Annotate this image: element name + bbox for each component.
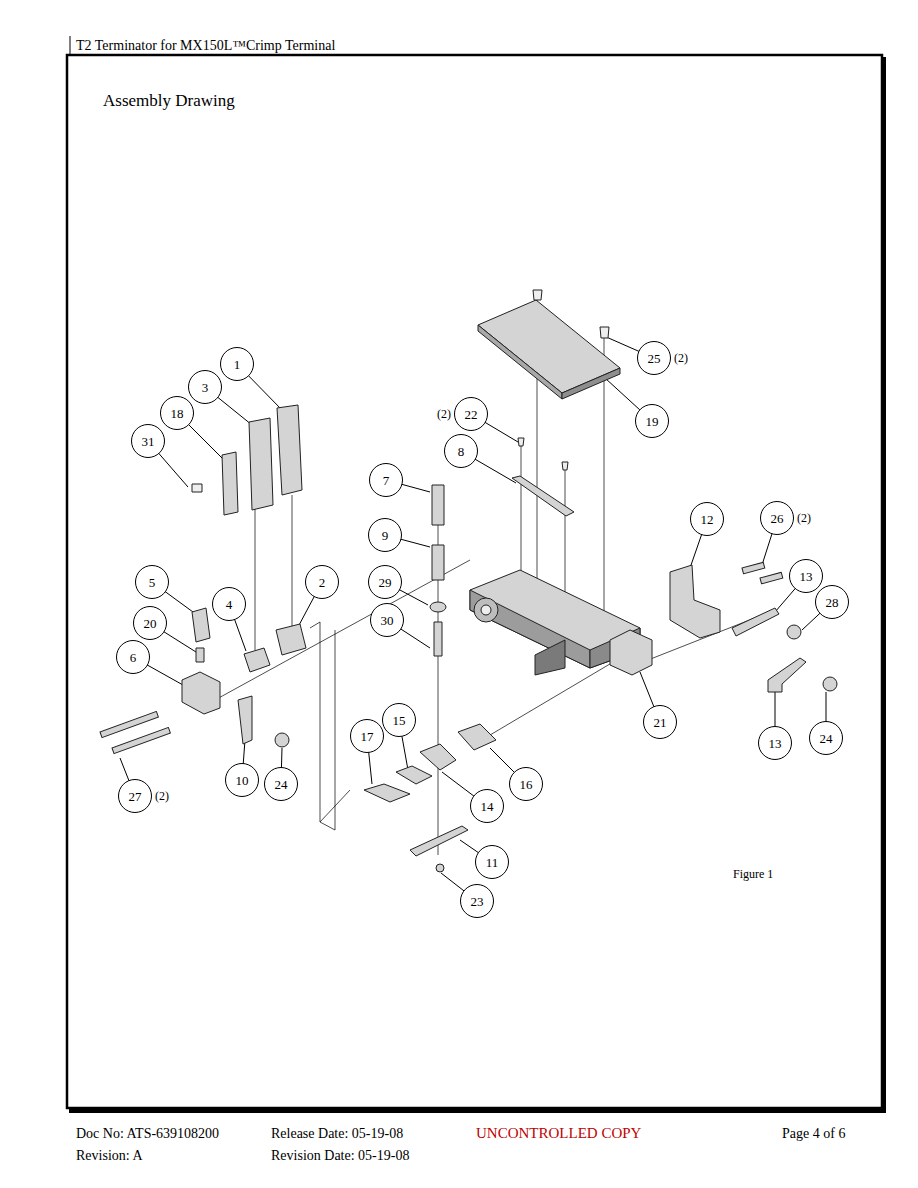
callout-circle: 14 [470,789,504,823]
figure-label: Figure 1 [733,868,773,881]
callout-circle: 23 [460,884,494,918]
callout-number: 21 [654,716,667,729]
callout-circle: 2 [305,565,339,599]
revision: Revision: A [76,1148,143,1163]
callout-circle: 16 [509,767,543,801]
header-text: T2 Terminator for MX150L™Crimp Terminal [76,38,335,53]
callout-number: 13 [800,570,813,583]
quantity-note: (2) [674,351,688,366]
callout-number: 1 [234,358,241,371]
page-number: Page 4 of 6 [782,1126,845,1141]
callout-number: 31 [142,435,155,448]
callout-number: 30 [381,614,394,627]
callout-circle: 13 [758,726,792,760]
callout-number: 25 [648,352,661,365]
callout-number: 5 [149,576,156,589]
callout-circle: 31 [131,424,165,458]
callout-circle: 17 [350,719,384,753]
callout-number: 20 [144,617,157,630]
callout-circle: 13 [789,559,823,593]
callout-circle: 18 [160,396,194,430]
callout-circle: 22(2) [454,397,488,431]
callout-circle: 24 [809,721,843,755]
release-date: Release Date: 05-19-08 [271,1126,403,1141]
callout-circle: 28 [815,585,849,619]
callout-circle: 6 [116,640,150,674]
callout-number: 8 [458,445,465,458]
callout-number: 17 [361,730,374,743]
callout-circle: 27(2) [118,779,152,813]
callout-number: 22 [465,408,478,421]
callout-circle: 11 [475,845,509,879]
callout-number: 19 [646,415,659,428]
callout-number: 7 [383,474,390,487]
callout-number: 10 [236,774,249,787]
callout-number: 4 [226,598,233,611]
watermark: UNCONTROLLED COPY [476,1125,641,1142]
callout-circle: 10 [225,763,259,797]
callout-circle: 9 [368,518,402,552]
callout-circle: 19 [635,404,669,438]
callout-number: 2 [319,576,326,589]
callout-circle: 7 [369,463,403,497]
callout-number: 28 [826,596,839,609]
drawing-title: Assembly Drawing [103,92,235,111]
callout-number: 11 [486,856,499,869]
callout-circle: 1 [220,347,254,381]
callout-number: 18 [171,407,184,420]
callout-number: 27 [129,790,142,803]
callout-number: 9 [382,529,389,542]
callout-number: 24 [820,732,833,745]
callout-circle: 4 [212,587,246,621]
callout-circle: 12 [690,502,724,536]
callout-circle: 8 [444,434,478,468]
callout-number: 6 [130,651,137,664]
callout-number: 13 [769,737,782,750]
quantity-note: (2) [155,789,169,804]
callout-circle: 21 [643,705,677,739]
callout-circle: 5 [135,565,169,599]
quantity-note: (2) [797,511,811,526]
callout-number: 14 [481,800,494,813]
callout-circle: 20 [133,606,167,640]
callout-number: 15 [393,714,406,727]
callout-circle: 29 [368,565,402,599]
callout-number: 26 [771,512,784,525]
quantity-note: (2) [437,407,451,422]
callout-circle: 26(2) [760,501,794,535]
revision-date: Revision Date: 05-19-08 [271,1148,409,1163]
callout-number: 29 [379,576,392,589]
callout-circle: 15 [382,703,416,737]
callout-circle: 30 [370,603,404,637]
callout-circle: 25(2) [637,341,671,375]
callout-number: 16 [520,778,533,791]
callout-circle: 24 [264,767,298,801]
callout-number: 12 [701,513,714,526]
callout-number: 3 [202,381,209,394]
callout-number: 24 [275,778,288,791]
callout-circle: 3 [188,370,222,404]
callout-number: 23 [471,895,484,908]
doc-number: Doc No: ATS-639108200 [76,1126,219,1141]
